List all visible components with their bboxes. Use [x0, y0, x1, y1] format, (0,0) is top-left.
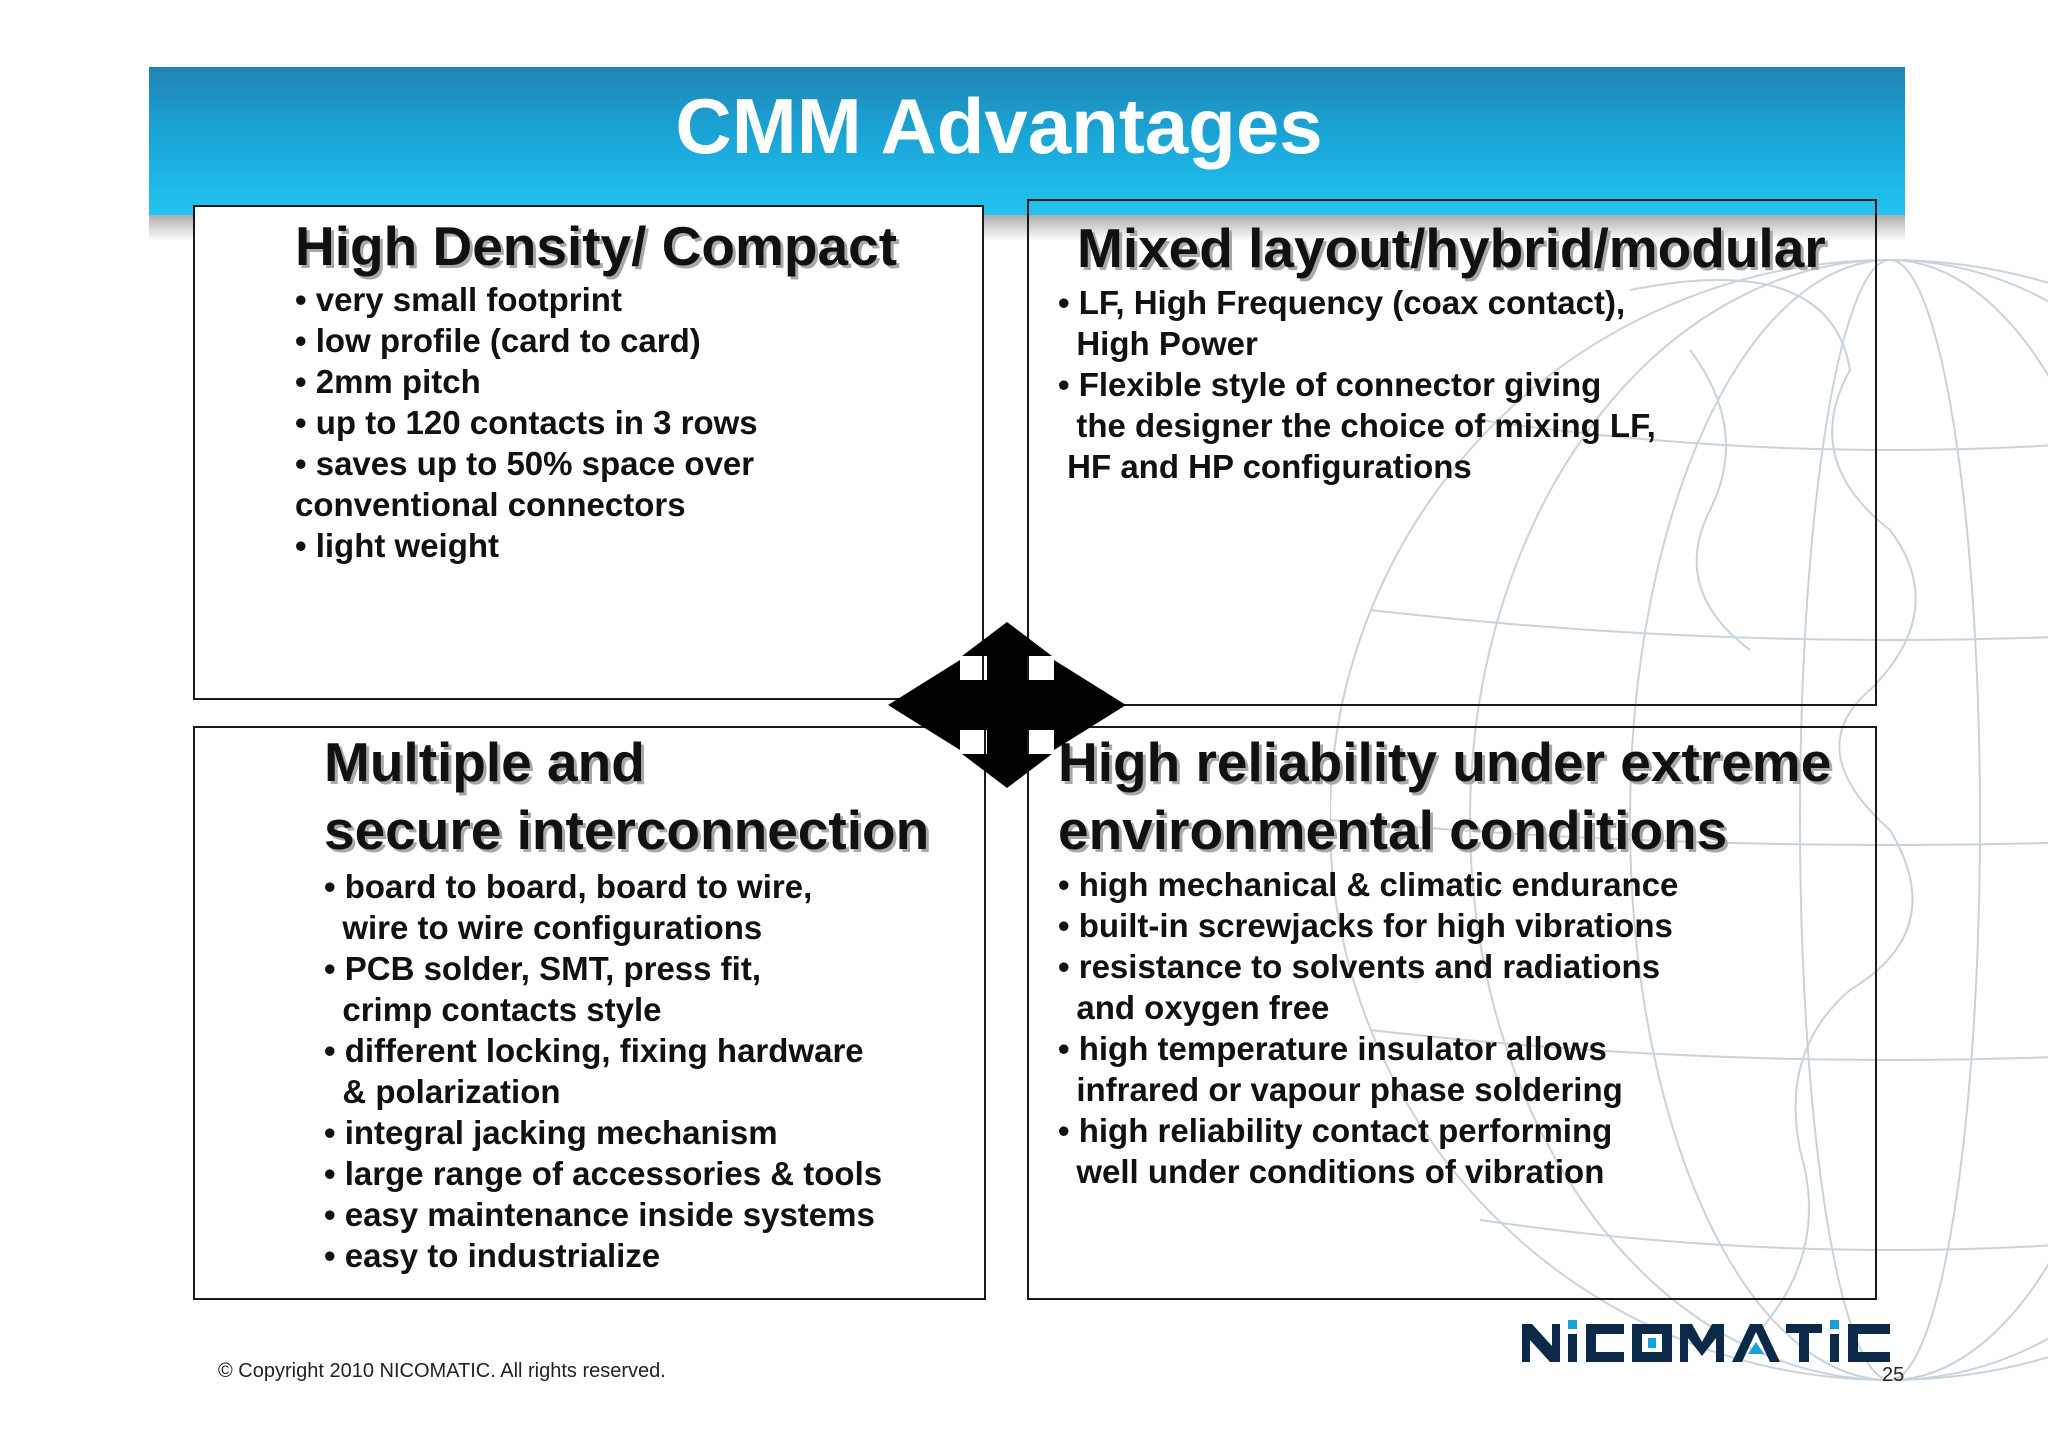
list-item: wire to wire configurations	[324, 909, 763, 946]
slide-title: CMM Advantages	[675, 82, 1323, 170]
list-item: • up to 120 contacts in 3 rows	[295, 404, 758, 441]
list-item: High Power	[1058, 325, 1258, 362]
list-item: • Flexible style of connector giving	[1058, 366, 1602, 403]
list-item: • resistance to solvents and radiations	[1058, 948, 1661, 985]
quadrant-reliability-heading: High reliability under extreme environme…	[1058, 731, 1832, 861]
list-item: • low profile (card to card)	[295, 322, 701, 359]
list-item: • PCB solder, SMT, press fit,	[324, 950, 761, 987]
quadrant-mixed-layout-box	[1027, 199, 1877, 706]
list-item: HF and HP configurations	[1058, 448, 1472, 485]
list-item: • saves up to 50% space over	[295, 445, 755, 482]
list-item: • easy to industrialize	[324, 1237, 661, 1274]
globe-background-graphic	[1330, 259, 2048, 1381]
quadrant-high-density-box	[193, 205, 984, 700]
list-item: • light weight	[295, 527, 500, 564]
list-item: • board to board, board to wire,	[324, 868, 813, 905]
list-item: • built-in screwjacks for high vibration…	[1058, 907, 1673, 944]
list-item: crimp contacts style	[324, 991, 662, 1028]
quadrant-interconnection-list: • board to board, board to wire, wire to…	[324, 866, 882, 1276]
quadrant-high-density-heading: High Density/ Compact	[295, 215, 898, 277]
list-item: • integral jacking mechanism	[324, 1114, 778, 1151]
list-item: well under conditions of vibration	[1058, 1153, 1605, 1190]
list-item: • LF, High Frequency (coax contact),	[1058, 284, 1626, 321]
quadrant-interconnection-box	[193, 726, 986, 1300]
copyright-text: © Copyright 2010 NICOMATIC. All rights r…	[218, 1360, 666, 1382]
page-number: 25	[1882, 1364, 1905, 1386]
quadrant-interconnection-heading: Multiple and secure interconnection	[324, 731, 930, 861]
list-item: • easy maintenance inside systems	[324, 1196, 875, 1233]
four-way-arrow-icon	[888, 622, 1126, 788]
quadrant-reliability-list: • high mechanical & climatic endurance •…	[1058, 864, 1678, 1192]
nicomatic-logo	[1522, 1320, 1890, 1362]
list-item: • large range of accessories & tools	[324, 1155, 883, 1192]
list-item: & polarization	[324, 1073, 561, 1110]
list-item: infrared or vapour phase soldering	[1058, 1071, 1623, 1108]
quadrant-reliability-box	[1027, 726, 1877, 1300]
list-item: and oxygen free	[1058, 989, 1330, 1026]
list-item: • high reliability contact performing	[1058, 1112, 1613, 1149]
quadrant-mixed-layout-heading: Mixed layout/hybrid/modular	[1077, 217, 1826, 279]
list-item: • high mechanical & climatic endurance	[1058, 866, 1679, 903]
list-item: • 2mm pitch	[295, 363, 481, 400]
quadrant-high-density-list: • very small footprint • low profile (ca…	[295, 279, 758, 566]
list-item: • different locking, fixing hardware	[324, 1032, 864, 1069]
list-item: • high temperature insulator allows	[1058, 1030, 1607, 1067]
list-item: conventional connectors	[295, 486, 686, 523]
title-banner	[149, 67, 1905, 215]
list-item: the designer the choice of mixing LF,	[1058, 407, 1656, 444]
quadrant-mixed-layout-list: • LF, High Frequency (coax contact), Hig…	[1058, 282, 1656, 487]
list-item: • very small footprint	[295, 281, 622, 318]
